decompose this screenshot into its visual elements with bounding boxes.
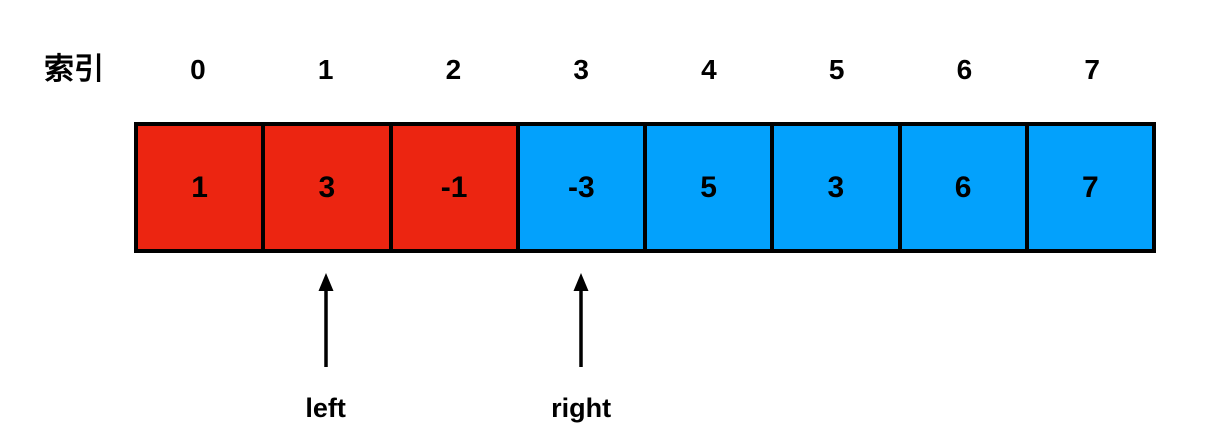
pointer-label: left xyxy=(305,393,346,423)
up-arrow-icon xyxy=(318,273,334,367)
index-number: 1 xyxy=(317,54,334,85)
up-arrow-icon xyxy=(573,273,589,367)
array-cell: -3 xyxy=(517,124,645,251)
array-cell: 3 xyxy=(772,124,900,251)
array-cell: 3 xyxy=(263,124,391,251)
array-cell: 1 xyxy=(136,124,264,251)
array-cell: 6 xyxy=(899,124,1027,251)
array-cell: 7 xyxy=(1026,124,1154,251)
index-number: 7 xyxy=(1084,54,1100,85)
array-cell: 5 xyxy=(645,124,773,251)
index-number: 4 xyxy=(701,54,717,85)
index-number: 6 xyxy=(956,54,973,85)
array-cell: -1 xyxy=(390,124,518,251)
index-caption: 索引 xyxy=(44,53,104,86)
index-number: 2 xyxy=(445,54,462,85)
index-number: 0 xyxy=(190,54,206,85)
index-number: 3 xyxy=(573,54,589,85)
left-pointer: left xyxy=(286,273,366,423)
indices-row: 0 1 2 3 4 5 6 7 xyxy=(134,52,1156,88)
right-pointer: right xyxy=(541,273,621,423)
index-number: 5 xyxy=(828,54,845,85)
pointer-label: right xyxy=(551,393,612,423)
